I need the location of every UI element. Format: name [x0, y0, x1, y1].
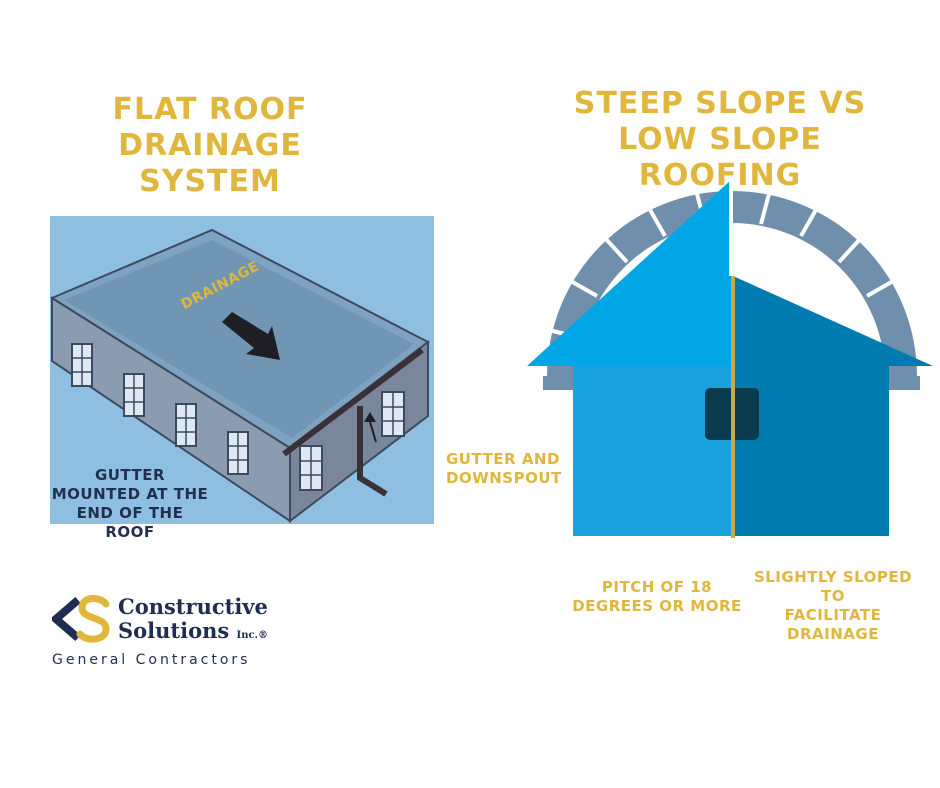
slope-title-line2: LOW SLOPE ROOFING: [618, 122, 822, 193]
steep-slope-label: PITCH OF 18 DEGREES OR MORE: [570, 578, 744, 616]
company-logo: Constructive Solutions Inc.® General Con…: [52, 592, 282, 672]
slope-title-line1: STEEP SLOPE VS: [573, 86, 867, 121]
downspout-label: GUTTER AND DOWNSPOUT: [446, 450, 562, 488]
steep-slope-label-line1: PITCH OF 18: [601, 578, 713, 596]
slope-illustration: [527, 180, 933, 538]
gutter-label: GUTTER MOUNTED AT THE END OF THE ROOF: [50, 466, 210, 542]
downspout-label-line2: DOWNSPOUT: [446, 469, 562, 487]
brand-suffix: Inc.®: [236, 630, 269, 641]
brand-tagline: General Contractors: [52, 652, 251, 668]
gutter-label-line1: GUTTER: [94, 466, 166, 484]
brand-name-text: Solutions: [118, 618, 230, 643]
brand-name-line1: Constructive: [118, 594, 268, 619]
gutter-label-line3: END OF THE ROOF: [76, 504, 184, 541]
brand-name-line2: Solutions Inc.®: [118, 618, 268, 643]
flat-roof-title-line1: FLAT ROOF DRAINAGE: [112, 92, 308, 163]
low-slope-label: SLIGHTLY SLOPED TO FACILITATE DRAINAGE: [740, 568, 926, 644]
flat-roof-title-line2: SYSTEM: [139, 164, 281, 199]
slope-title: STEEP SLOPE VS LOW SLOPE ROOFING: [545, 86, 895, 194]
flat-roof-illustration: [50, 216, 434, 524]
steep-slope-label-line2: DEGREES OR MORE: [572, 597, 742, 615]
gutter-label-line2: MOUNTED AT THE: [51, 485, 209, 503]
low-slope-label-line1: SLIGHTLY SLOPED TO: [753, 568, 913, 605]
flat-roof-title: FLAT ROOF DRAINAGE SYSTEM: [30, 92, 390, 200]
low-slope-label-line3: DRAINAGE: [787, 625, 879, 643]
low-slope-label-line2: FACILITATE: [784, 606, 882, 624]
downspout-label-line1: GUTTER AND: [446, 450, 560, 468]
cs-logo-icon: [52, 595, 110, 643]
